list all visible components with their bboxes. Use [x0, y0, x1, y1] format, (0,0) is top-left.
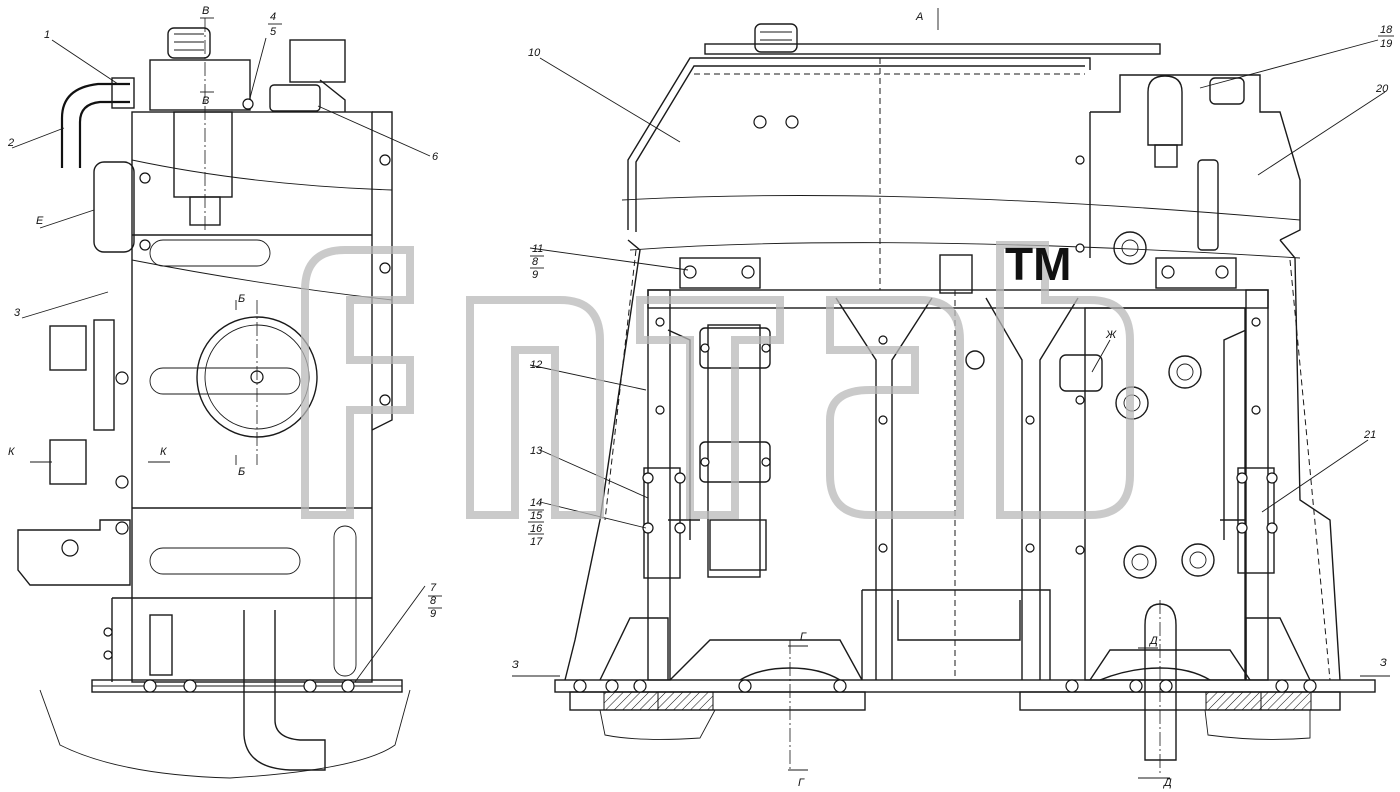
- label-16: 16: [530, 523, 543, 535]
- label-9-right: 9: [532, 269, 538, 281]
- label-15: 15: [530, 510, 543, 522]
- side-bolts: [103, 98, 391, 693]
- side-view: [17, 18, 411, 779]
- label-18: 18: [1380, 24, 1393, 36]
- watermark-tm: TM: [1005, 238, 1071, 290]
- section-d-top: Д: [1148, 635, 1158, 647]
- label-12: 12: [530, 359, 542, 371]
- label-5: 5: [270, 26, 277, 38]
- label-20: 20: [1375, 83, 1389, 95]
- label-1: 1: [44, 29, 50, 41]
- label-3: 3: [14, 307, 21, 319]
- label-13: 13: [530, 445, 543, 457]
- section-markers: Е К К Б Б В В А Г Г Д Д З З Ж: [8, 5, 1387, 789]
- leader-lines: [11, 8, 1394, 779]
- section-k-left: К: [8, 446, 15, 458]
- label-19: 19: [1380, 38, 1392, 50]
- section-b-bottom: Б: [238, 466, 245, 478]
- label-4: 4: [270, 11, 276, 23]
- label-8-right: 8: [532, 256, 539, 268]
- section-g-top: Г: [800, 631, 807, 643]
- label-17: 17: [530, 536, 543, 548]
- watermark: TM: [301, 238, 1134, 519]
- section-k-right: К: [160, 446, 167, 458]
- section-g-bottom: Г: [798, 777, 805, 789]
- section-a: А: [915, 11, 923, 23]
- front-view: [554, 23, 1376, 775]
- section-z-left: З: [512, 659, 519, 671]
- section-v-top: В: [202, 5, 209, 17]
- label-11: 11: [532, 243, 543, 255]
- label-21: 21: [1363, 429, 1376, 441]
- section-e: Е: [36, 215, 44, 227]
- label-14: 14: [530, 497, 542, 509]
- section-v-bottom: В: [202, 95, 209, 107]
- part-labels: 1 2 3 4 5 6 7 8 9 10 11 8 9 12 13 14 15 …: [7, 11, 1393, 620]
- section-d-bottom: Д: [1162, 777, 1172, 789]
- label-8-left: 8: [430, 595, 437, 607]
- front-bolts: [573, 155, 1317, 693]
- label-7: 7: [430, 582, 437, 594]
- label-10: 10: [528, 47, 541, 59]
- section-b-top: Б: [238, 293, 245, 305]
- section-z-right: З: [1380, 657, 1387, 669]
- label-6: 6: [432, 151, 439, 163]
- label-9-left: 9: [430, 608, 436, 620]
- section-zh: Ж: [1105, 329, 1117, 341]
- label-2: 2: [7, 137, 14, 149]
